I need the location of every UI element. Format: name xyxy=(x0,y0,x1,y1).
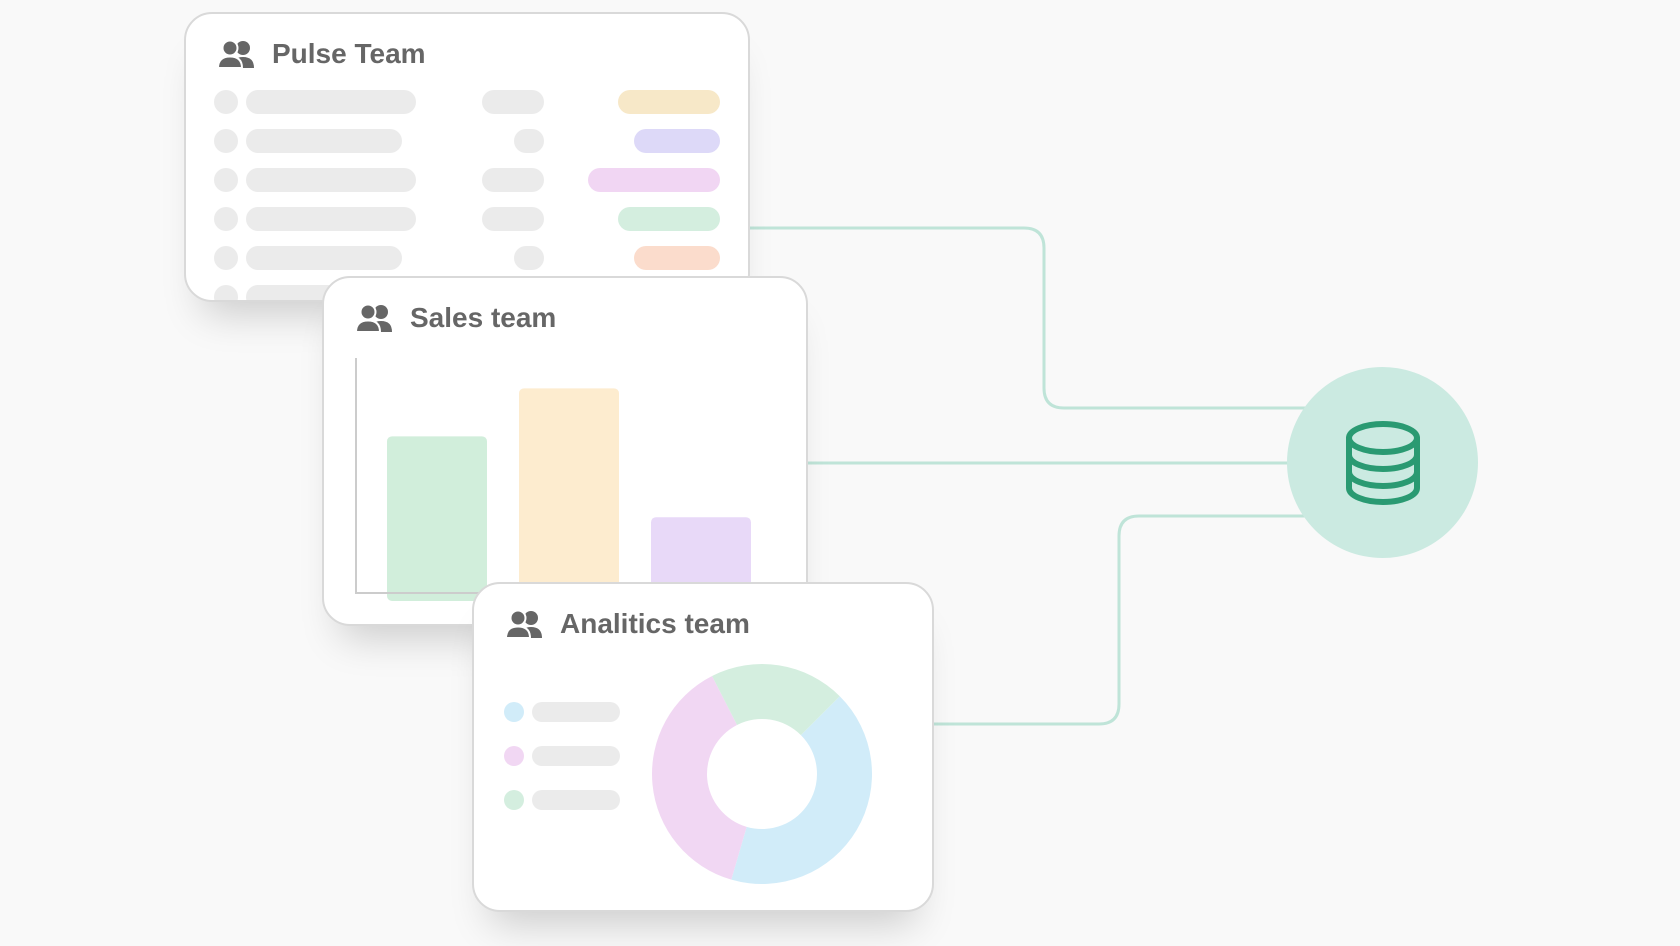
analytics-team-card[interactable]: Analitics team xyxy=(472,582,934,912)
database-icon xyxy=(1345,420,1420,505)
pulse-team-card[interactable]: Pulse Team xyxy=(184,12,750,302)
sales-team-card[interactable]: Sales team xyxy=(322,276,808,626)
row-avatar-placeholder xyxy=(214,285,238,300)
sales-bar xyxy=(651,517,751,601)
legend-label-placeholder xyxy=(532,746,620,766)
sales-team-title: Sales team xyxy=(410,302,557,333)
connector-pulse-to-database xyxy=(748,226,1306,410)
row-status-tag xyxy=(618,207,720,231)
legend-swatch xyxy=(504,702,524,722)
row-value-placeholder xyxy=(482,90,544,114)
sales-bar xyxy=(387,436,487,601)
row-status-tag xyxy=(634,246,720,270)
team-icon xyxy=(354,303,392,333)
row-status-tag xyxy=(634,129,720,153)
row-avatar-placeholder xyxy=(214,129,238,153)
row-name-placeholder xyxy=(246,90,416,114)
legend-label-placeholder xyxy=(532,790,620,810)
row-name-placeholder xyxy=(246,129,402,153)
analytics-team-title: Analitics team xyxy=(560,608,750,639)
donut-slice xyxy=(712,664,840,736)
sales-bar xyxy=(519,388,619,601)
row-avatar-placeholder xyxy=(214,90,238,114)
analytics-team-header: Analitics team xyxy=(504,608,750,640)
legend-swatch xyxy=(504,790,524,810)
row-name-placeholder xyxy=(246,246,402,270)
row-name-placeholder xyxy=(246,168,416,192)
donut-slice xyxy=(652,675,747,880)
row-name-placeholder xyxy=(246,207,416,231)
row-status-tag xyxy=(588,168,720,192)
row-avatar-placeholder xyxy=(214,168,238,192)
analytics-donut-chart xyxy=(504,664,872,884)
row-status-tag xyxy=(618,90,720,114)
legend-label-placeholder xyxy=(532,702,620,722)
row-value-placeholder xyxy=(482,168,544,192)
team-icon xyxy=(504,609,542,639)
database-node[interactable] xyxy=(1287,367,1478,558)
pulse-team-title: Pulse Team xyxy=(272,38,426,69)
row-value-placeholder xyxy=(514,129,544,153)
pulse-team-header: Pulse Team xyxy=(216,38,426,70)
connector-analytics-to-database xyxy=(932,514,1306,726)
row-value-placeholder xyxy=(514,246,544,270)
row-value-placeholder xyxy=(482,207,544,231)
team-icon xyxy=(216,39,254,69)
donut-slice xyxy=(731,696,872,884)
row-avatar-placeholder xyxy=(214,246,238,270)
legend-swatch xyxy=(504,746,524,766)
sales-team-header: Sales team xyxy=(354,302,556,334)
row-avatar-placeholder xyxy=(214,207,238,231)
sales-bar-chart xyxy=(355,358,794,601)
